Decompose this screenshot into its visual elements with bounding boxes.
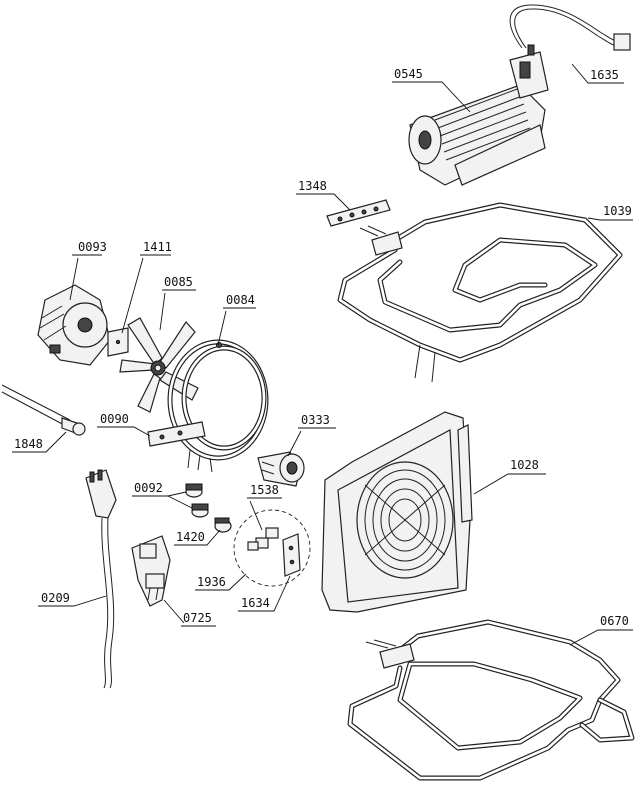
callout-0670: 0670 xyxy=(569,614,633,646)
callout-1420: 1420 xyxy=(174,529,221,546)
fan-blade-0085 xyxy=(119,317,199,413)
bracket-0090 xyxy=(147,421,206,447)
label-1348: 1348 xyxy=(298,179,327,193)
callout-1039: 1039 xyxy=(587,204,633,221)
label-0085: 0085 xyxy=(164,275,193,289)
label-0670: 0670 xyxy=(600,614,629,628)
callout-1848: 1848 xyxy=(12,431,67,453)
label-1936: 1936 xyxy=(197,575,226,589)
label-0092: 0092 xyxy=(134,481,163,495)
callout-0085: 0085 xyxy=(159,275,196,331)
callout-0333: 0333 xyxy=(287,413,336,457)
label-0545: 0545 xyxy=(394,67,423,81)
callout-1028: 1028 xyxy=(473,458,546,495)
label-1538: 1538 xyxy=(250,483,279,497)
callout-0545: 0545 xyxy=(392,67,471,113)
callout-0084: 0084 xyxy=(217,293,256,346)
label-1635: 1635 xyxy=(590,68,619,82)
callout-0725: 0725 xyxy=(163,599,216,627)
holder-1420 xyxy=(214,517,232,533)
callout-1635: 1635 xyxy=(571,63,624,84)
motor-0093 xyxy=(37,284,111,366)
fan-motor-0545 xyxy=(408,44,549,186)
plate-1634 xyxy=(282,533,301,577)
lamp-0333 xyxy=(257,451,305,487)
callout-1936: 1936 xyxy=(195,573,247,591)
label-1411: 1411 xyxy=(143,240,172,254)
callout-1411: 1411 xyxy=(121,240,172,334)
label-0090: 0090 xyxy=(100,412,129,426)
bracket-1348 xyxy=(326,199,391,227)
label-1420: 1420 xyxy=(176,530,205,544)
label-0725: 0725 xyxy=(183,611,212,625)
fan-cover-1028 xyxy=(321,411,473,613)
label-0093: 0093 xyxy=(78,240,107,254)
cord-0209 xyxy=(85,469,117,689)
group-1936 xyxy=(233,509,311,587)
bottom-heater-0670 xyxy=(347,619,635,781)
label-1028: 1028 xyxy=(510,458,539,472)
gasket-1411 xyxy=(107,327,129,357)
clip-1538 xyxy=(247,527,279,551)
callout-1348: 1348 xyxy=(296,179,351,211)
label-1634: 1634 xyxy=(241,596,270,610)
callout-1634: 1634 xyxy=(238,575,291,612)
top-heater-1039 xyxy=(337,202,623,383)
cable-1635 xyxy=(509,4,631,51)
switch-0725 xyxy=(131,535,171,607)
callout-0090: 0090 xyxy=(97,412,151,437)
ring-heater-0084 xyxy=(167,339,269,473)
label-1848: 1848 xyxy=(14,437,43,451)
callout-0209: 0209 xyxy=(38,591,107,607)
label-1039: 1039 xyxy=(603,204,632,218)
callout-0093: 0093 xyxy=(69,240,107,301)
label-0333: 0333 xyxy=(301,413,330,427)
label-0084: 0084 xyxy=(226,293,255,307)
probe-1848 xyxy=(1,384,86,436)
callout-1538: 1538 xyxy=(247,483,282,531)
callout-0092: 0092 xyxy=(132,481,193,509)
thermostat-0092 xyxy=(185,483,209,518)
label-0209: 0209 xyxy=(41,591,70,605)
